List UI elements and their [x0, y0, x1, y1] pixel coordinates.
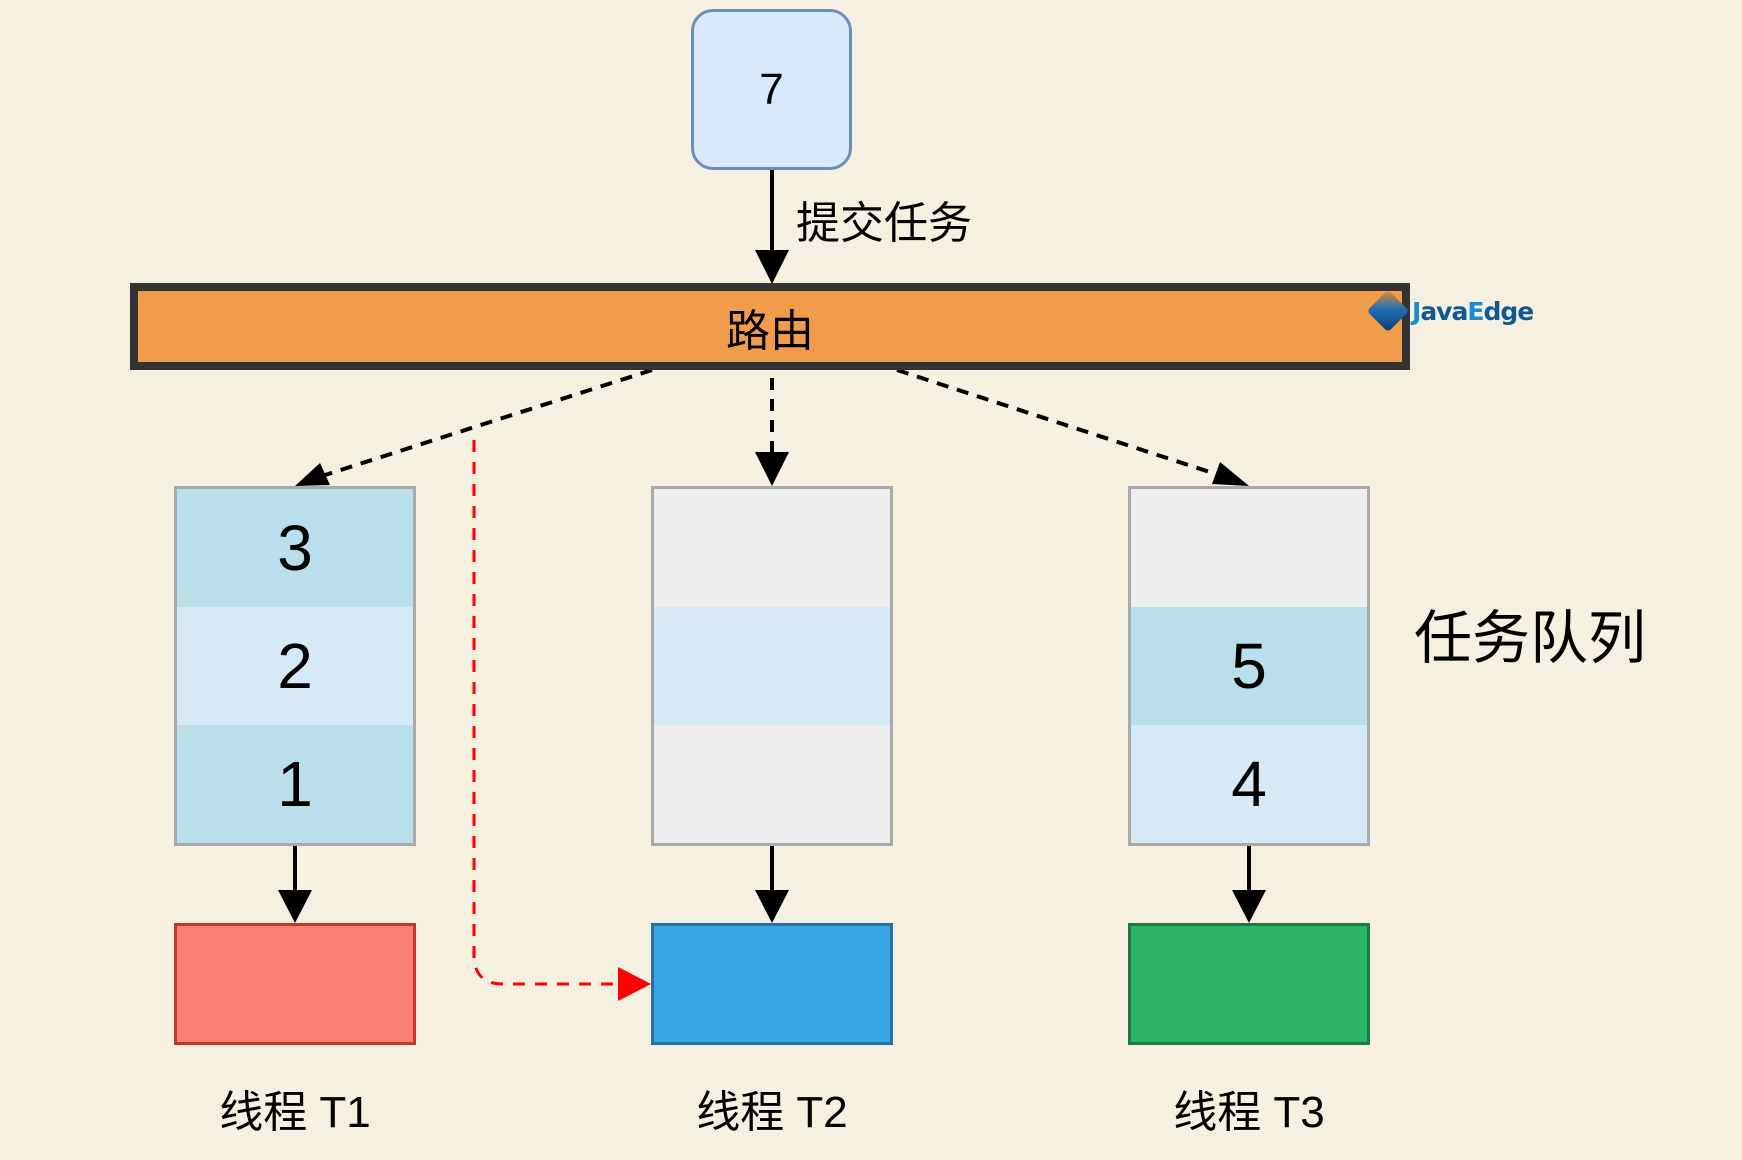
- task-queue-1: 3 2 1: [174, 486, 416, 846]
- thread-t1-box: [174, 923, 416, 1045]
- queue-cell: 5: [1131, 607, 1367, 725]
- javaedge-logo-text: JavaEdge: [1412, 296, 1534, 326]
- submit-arrowhead: [755, 250, 789, 284]
- task-label: 7: [759, 64, 784, 114]
- queue-cell: [654, 489, 890, 607]
- queue-cell: [654, 607, 890, 725]
- queue-cell: [1131, 489, 1367, 607]
- task-queue-title: 任务队列: [1414, 606, 1647, 671]
- route-arrowhead-q2: [755, 452, 789, 486]
- javaedge-logo-icon: [1366, 289, 1410, 333]
- router-label: 路由: [726, 306, 814, 356]
- task-node: 7: [691, 9, 852, 170]
- javaedge-watermark: JavaEdge: [1366, 289, 1534, 333]
- thread-t3-label: 线程 T3: [1173, 1088, 1325, 1137]
- queue2-to-thread2-arrowhead: [755, 890, 789, 923]
- queue-cell: 2: [177, 607, 413, 725]
- route-arrowhead-q3: [1212, 462, 1249, 486]
- queue1-to-thread1-arrowhead: [278, 890, 312, 923]
- thread-t3-box: [1128, 923, 1370, 1045]
- queue-cell: 3: [177, 489, 413, 607]
- task-queue-2: [651, 486, 893, 846]
- thread-t2-label: 线程 T2: [696, 1088, 848, 1137]
- route-arrowhead-q1: [295, 463, 330, 486]
- submit-task-label: 提交任务: [796, 199, 972, 248]
- queue-cell: 1: [177, 725, 413, 843]
- work-steal-arrow: [472, 440, 620, 986]
- queue3-to-thread3-arrowhead: [1232, 890, 1266, 923]
- work-steal-arrowhead: [618, 967, 651, 1001]
- router-bar: 路由: [130, 283, 1410, 370]
- thread-t2-box: [651, 923, 893, 1045]
- queue-cell: [654, 725, 890, 843]
- queue-cell: 4: [1131, 725, 1367, 843]
- route-arrow-q1: [321, 368, 653, 478]
- task-queue-3: 5 4: [1128, 486, 1370, 846]
- route-arrow-q3: [896, 368, 1223, 478]
- thread-t1-label: 线程 T1: [219, 1088, 371, 1137]
